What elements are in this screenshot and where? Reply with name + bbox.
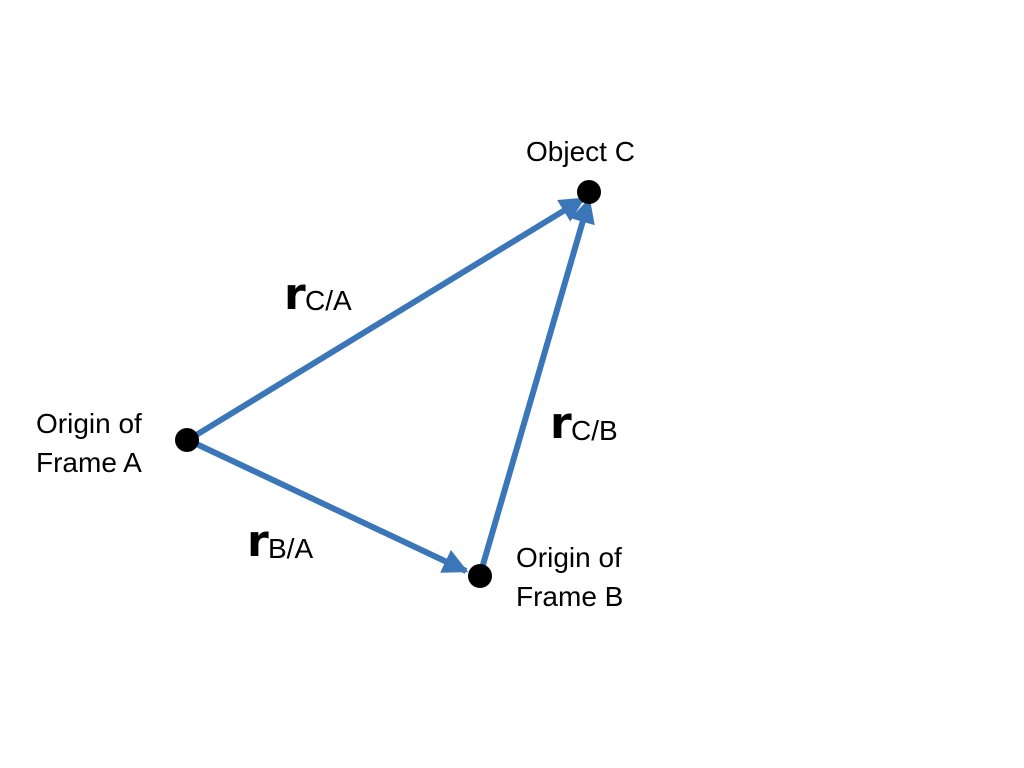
vector-r-b-a-arrow xyxy=(186,437,469,574)
origin-frame-b-label-line2: Frame B xyxy=(516,581,623,612)
vector-r-c-b-arrow xyxy=(477,197,595,576)
origin-frame-a-label-line2: Frame A xyxy=(36,447,142,478)
origin-frame-b-point xyxy=(468,564,492,588)
object-c-point xyxy=(577,180,601,204)
vector-r-c-b-subscript: C/B xyxy=(571,415,618,446)
vector-r-c-b-label: r C/B xyxy=(550,398,618,449)
object-c-label: Object C xyxy=(526,136,635,167)
origin-frame-a-point xyxy=(175,428,199,452)
origin-frame-b-label-line1: Origin of xyxy=(516,542,622,573)
vector-r-b-a-subscript: B/A xyxy=(268,533,313,564)
vector-r-c-a-symbol: r xyxy=(284,269,306,320)
vector-r-c-b-symbol: r xyxy=(550,398,572,449)
vector-r-c-a-subscript: C/A xyxy=(305,285,352,316)
vector-r-b-a-symbol: r xyxy=(247,516,269,567)
origin-frame-a-label-line1: Origin of xyxy=(36,408,142,439)
vector-r-c-a-arrow xyxy=(186,196,586,443)
vector-r-b-a-label: r B/A xyxy=(247,516,313,567)
vector-r-c-a-label: r C/A xyxy=(284,269,352,320)
